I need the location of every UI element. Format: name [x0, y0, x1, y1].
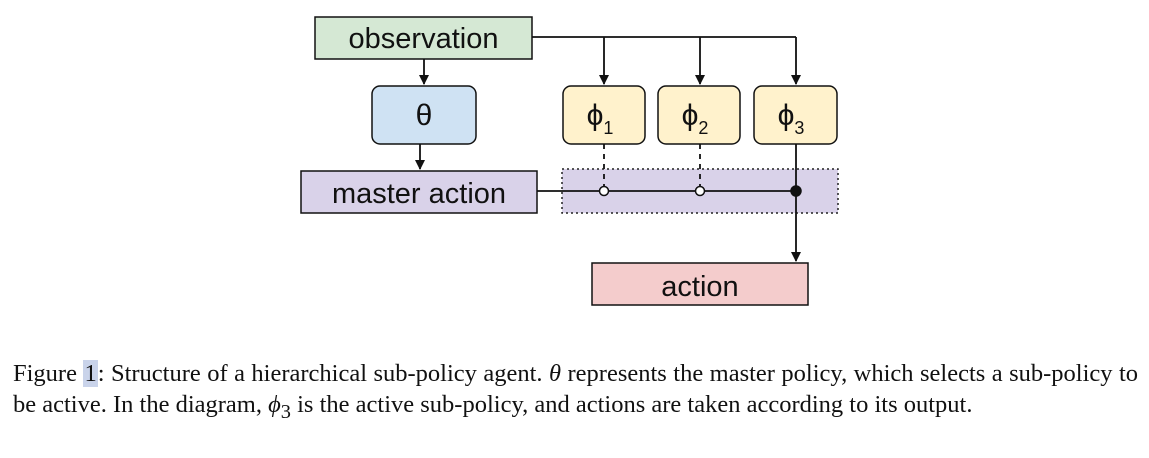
theta-node: θ	[371, 85, 477, 145]
action-node: action	[591, 262, 809, 306]
caption-text-1: : Structure of a hierarchical sub-policy…	[97, 360, 549, 387]
figure-label: Figure	[13, 360, 77, 387]
phi1-label: ϕ1	[587, 99, 614, 138]
observation-node: observation	[314, 16, 533, 60]
phi2-switch-open	[694, 185, 706, 197]
phi2-label: ϕ2	[682, 99, 709, 138]
caption-phi-sub: 3	[280, 400, 291, 423]
phi2-node: ϕ2	[657, 85, 741, 145]
caption-text-2: represents the master policy, which sele…	[13, 360, 1139, 418]
hierarchical-agent-diagram: observation θ ϕ1 ϕ2 ϕ3 master action act…	[300, 16, 839, 306]
master-action-node: master action	[300, 170, 538, 214]
phi3-label: ϕ3	[778, 99, 805, 138]
theta-label: θ	[416, 99, 433, 132]
observation-label: observation	[349, 23, 499, 55]
caption-theta: θ	[549, 360, 562, 387]
phi1-node: ϕ1	[562, 85, 646, 145]
caption-text-3: is the active sub-policy, and actions ar…	[291, 391, 973, 418]
caption-phi: ϕ	[268, 391, 281, 418]
figure-number: 1	[83, 360, 98, 387]
phi1-switch-open	[598, 185, 610, 197]
phi3-node: ϕ3	[753, 85, 838, 145]
connectors	[415, 36, 801, 262]
phi3-switch-closed	[790, 185, 802, 197]
action-label: action	[661, 271, 738, 303]
master-action-label: master action	[332, 178, 506, 210]
figure-caption: Figure 1: Structure of a hierarchical su…	[13, 358, 1138, 428]
